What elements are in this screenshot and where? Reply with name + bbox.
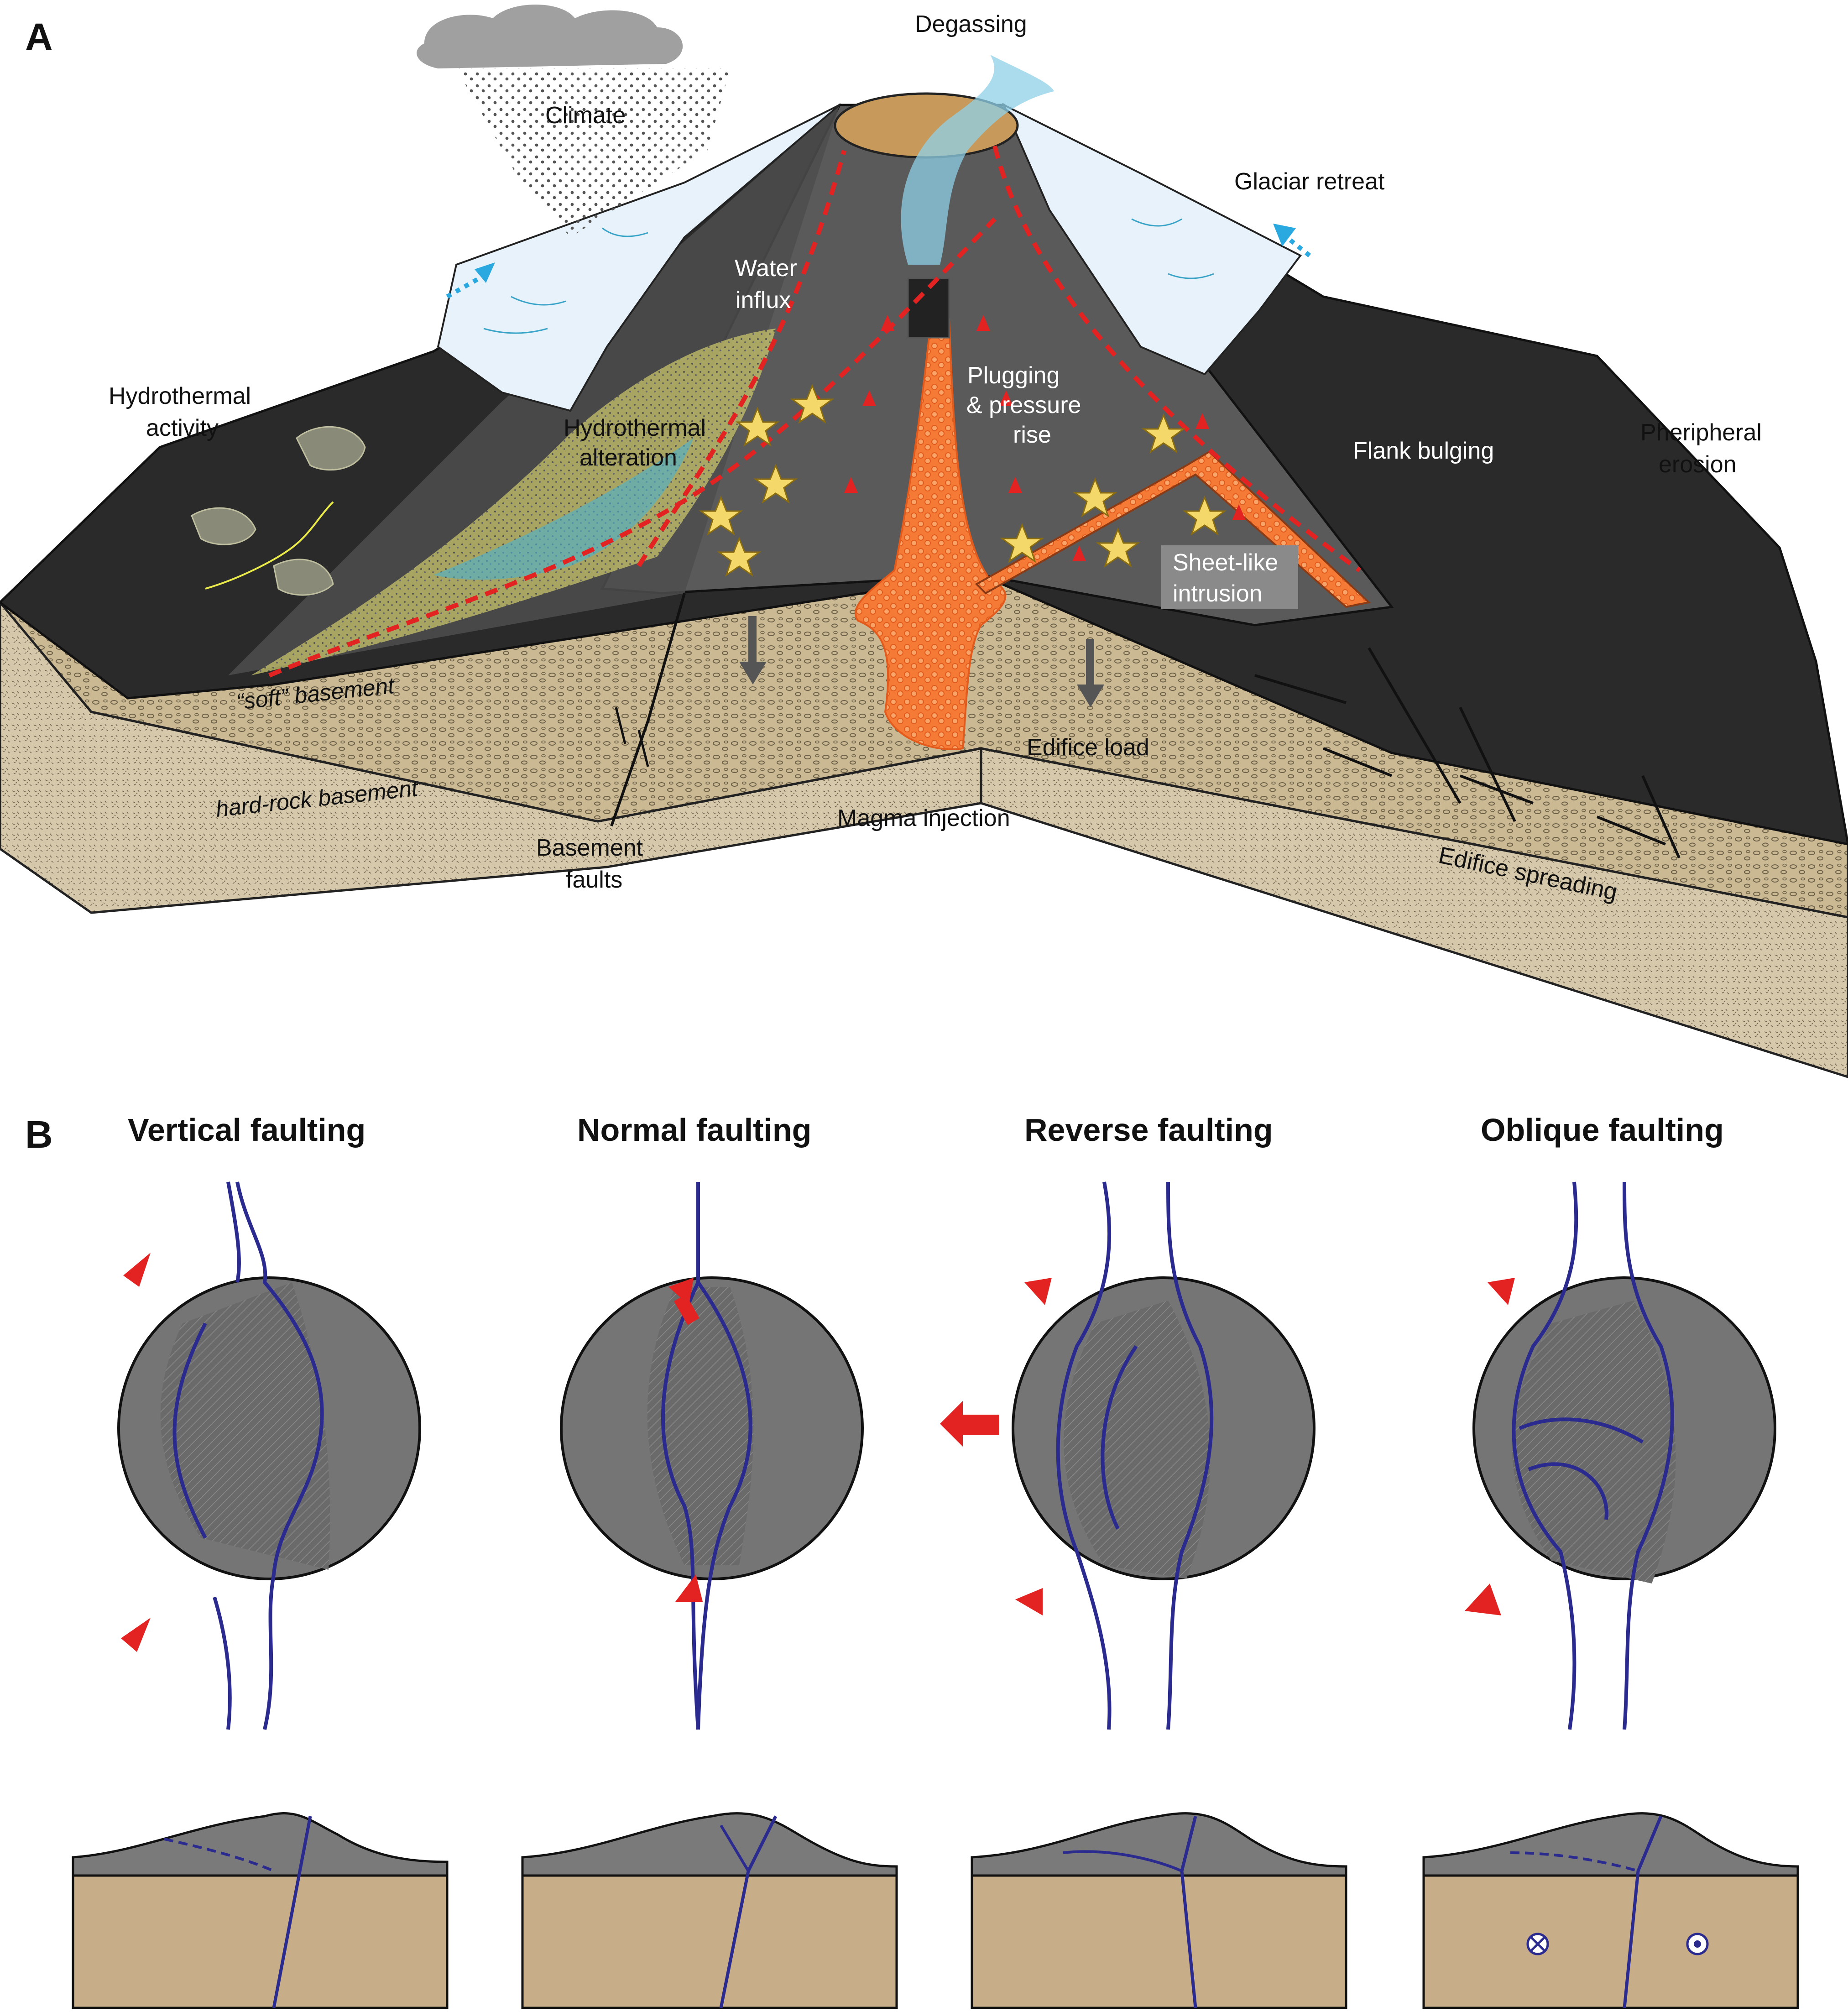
label-plugging-3: rise [1013,422,1051,448]
label-hydrothermal-activity-2: activity [146,415,219,441]
vertical-cross-section [72,1812,449,2009]
label-water-influx-1: Water [735,255,797,282]
glacier-retreat-arrows [446,224,1311,299]
panel-b-letter: B [25,1113,53,1156]
label-magma-injection: Magma injection [837,805,1010,831]
label-water-influx-2: influx [736,287,791,314]
label-hydrothermal-activity-1: Hydrothermal [109,383,251,409]
alteration-fluid-zone [433,438,694,580]
panel-a-labels: Degassing Climate Glaciar retreat Water … [109,11,1762,906]
panel-a-letter: A [25,16,53,58]
title-reverse-faulting: Reverse faulting [1024,1112,1273,1148]
vertical-faulting-diagram [117,1181,421,1730]
edifice-spreading-faults [1254,647,1681,859]
label-sheet-intrusion-2: intrusion [1173,580,1263,607]
vertical-red-arrows [121,1253,151,1652]
oblique-red-arrows [1465,1278,1515,1615]
seismicity-stars [699,383,1227,577]
label-glaciar-retreat: Glaciar retreat [1234,168,1385,195]
sheet-intrusion-label-box [1161,545,1298,609]
red-dashed-faults [268,145,1361,678]
basement-fault-line [610,593,686,826]
cross-sections [72,1812,1799,2009]
label-plugging-2: & pressure [966,392,1081,418]
reverse-red-arrows [940,1278,1052,1615]
panel-b: B Vertical faulting Normal faulting Reve… [25,1112,1799,2009]
climate-rain [456,68,730,237]
normal-red-arrows [668,1278,703,1602]
magma-conduit [854,319,1007,750]
hydrothermal-activity-patches [191,426,366,596]
title-vertical-faulting: Vertical faulting [128,1112,365,1148]
label-hydrothermal-alteration-1: Hydrothermal [564,415,706,441]
panel-a: A [0,5,1848,1078]
pressure-arrows [844,315,1246,561]
sheet-intrusion [975,450,1371,608]
glacier-right [1002,103,1302,376]
label-edifice-load: Edifice load [1027,734,1149,761]
normal-cross-section [521,1812,898,2009]
title-normal-faulting: Normal faulting [577,1112,811,1148]
conduit-plug [907,277,950,339]
label-sheet-intrusion-1: Sheet-like [1173,549,1278,576]
oblique-cross-section [1422,1812,1799,2009]
label-plugging-1: Plugging [967,362,1060,389]
label-climate: Climate [545,102,626,129]
reverse-cross-section [971,1812,1347,2009]
label-basement-faults-1: Basement [536,835,643,861]
label-basement-faults-2: faults [566,867,622,893]
label-peripheral-erosion-2: erosion [1659,451,1737,478]
normal-faulting-diagram [560,1182,864,1730]
title-oblique-faulting: Oblique faulting [1481,1112,1724,1148]
label-flank-bulging: Flank bulging [1353,438,1494,464]
label-peripheral-erosion-1: Pheripheral [1640,419,1762,446]
label-hydrothermal-alteration-2: alteration [579,444,677,471]
degassing-plume [901,55,1054,265]
climate-cloud [417,5,683,68]
edifice-load-arrows [739,616,1104,707]
reverse-faulting-diagram [940,1181,1316,1730]
label-degassing: Degassing [915,11,1027,37]
hydrothermal-alteration-zone [251,329,776,675]
oblique-faulting-diagram [1465,1181,1776,1730]
